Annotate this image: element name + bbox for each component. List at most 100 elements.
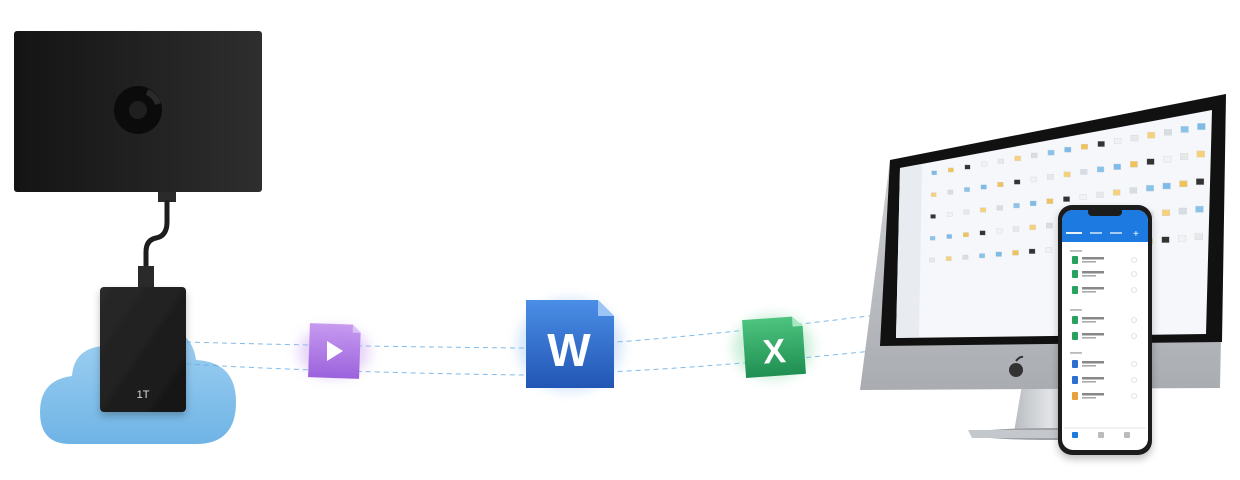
phone-file-status-icon (1131, 287, 1137, 293)
phone-file-name (1082, 393, 1104, 396)
screen-file-thumbnail (929, 257, 935, 263)
hard-drive (100, 287, 186, 412)
screen-file-thumbnail (1112, 189, 1121, 196)
screen-file-thumbnail (1012, 226, 1020, 232)
screen-file-thumbnail (979, 230, 986, 236)
screen-file-thumbnail (1197, 123, 1206, 130)
screen-file-thumbnail (997, 158, 1004, 164)
screen-file-thumbnail (979, 253, 986, 259)
screen-file-thumbnail (1114, 138, 1122, 144)
phone-file-status-icon (1131, 271, 1137, 277)
screen-file-thumbnail (1146, 185, 1154, 192)
phone-file-name (1082, 257, 1104, 260)
apple-logo-icon (1009, 355, 1024, 377)
phone-section-header (1070, 309, 1082, 311)
phone-file-status-icon (1131, 257, 1137, 263)
phone-file-name (1082, 287, 1104, 290)
phone-file-icon (1072, 376, 1078, 384)
drive-capacity-label: 1T (137, 389, 150, 401)
screen-file-thumbnail (946, 212, 953, 217)
screen-file-thumbnail (946, 234, 953, 239)
screen-file-thumbnail (945, 256, 952, 261)
phone-file-meta (1082, 337, 1096, 339)
screen-file-thumbnail (1045, 247, 1053, 253)
screen-file-thumbnail (929, 236, 936, 241)
phone-file-name (1082, 271, 1104, 274)
screen-file-thumbnail (1178, 235, 1187, 242)
screen-file-thumbnail (1147, 132, 1156, 139)
screen-file-thumbnail (1047, 149, 1055, 156)
screen-file-thumbnail (1096, 166, 1105, 173)
screen-file-thumbnail (996, 228, 1003, 234)
screen-file-thumbnail (1162, 182, 1171, 190)
phone-file-status-icon (1131, 317, 1137, 323)
screen-sidebar (896, 164, 922, 338)
screen-file-thumbnail (995, 251, 1002, 257)
screen-file-thumbnail (1063, 196, 1070, 202)
phone-file-icon (1072, 332, 1078, 340)
screen-file-thumbnail (1130, 135, 1139, 142)
phone-file-meta (1082, 291, 1096, 293)
screen-file-thumbnail (1014, 155, 1021, 161)
phone-file-icon (1072, 392, 1078, 400)
phone-file-name (1082, 333, 1104, 336)
screen-file-thumbnail (1030, 176, 1037, 183)
router-device (14, 31, 262, 202)
router-logo-icon (114, 86, 162, 134)
cable-plug (138, 266, 154, 288)
screen-file-thumbnail (997, 182, 1004, 187)
screen-file-thumbnail (963, 232, 969, 238)
screen-file-thumbnail (1163, 155, 1172, 163)
screen-file-thumbnail (963, 209, 970, 215)
screen-file-thumbnail (980, 184, 987, 190)
screen-file-thumbnail (1046, 198, 1054, 204)
screen-file-thumbnail (948, 167, 954, 173)
screen-file-thumbnail (1079, 194, 1087, 200)
screen-file-thumbnail (1146, 158, 1155, 165)
phone-section-header (1070, 250, 1082, 252)
phone-file-meta (1082, 397, 1096, 399)
screen-file-thumbnail (1161, 236, 1170, 243)
play-icon (327, 341, 343, 361)
smartphone: + (1058, 205, 1152, 455)
screen-file-thumbnail (1180, 126, 1189, 133)
phone-file-list (1070, 250, 1137, 400)
screen-file-thumbnail (1080, 143, 1088, 150)
phone-file-meta (1082, 365, 1096, 367)
screen-file-thumbnail (1028, 248, 1036, 254)
video-file-icon (298, 323, 370, 379)
tab-transfer-icon (1098, 432, 1104, 438)
phone-file-icon (1072, 286, 1078, 294)
screen-file-thumbnail (1164, 129, 1172, 136)
screen-file-thumbnail (962, 254, 969, 260)
screen-file-thumbnail (1195, 205, 1204, 213)
screen-file-thumbnail (964, 187, 970, 192)
screen-file-thumbnail (1178, 207, 1187, 215)
screen-file-thumbnail (1047, 174, 1054, 180)
screen-file-thumbnail (1162, 209, 1171, 216)
screen-file-thumbnail (1080, 169, 1088, 175)
screen-file-thumbnail (1196, 150, 1205, 158)
phone-file-status-icon (1131, 333, 1137, 339)
screen-file-thumbnail (1013, 203, 1020, 209)
phone-file-status-icon (1131, 393, 1137, 399)
screen-file-thumbnail (1113, 163, 1121, 170)
screen-file-thumbnail (996, 205, 1003, 211)
screen-file-thumbnail (1031, 152, 1038, 159)
screen-file-thumbnail (947, 189, 954, 195)
screen-file-thumbnail (1029, 200, 1037, 207)
screen-file-thumbnail (981, 161, 988, 167)
screen-file-thumbnail (1063, 171, 1071, 178)
tab-files-icon (1072, 432, 1078, 438)
phone-file-icon (1072, 360, 1078, 368)
screen-file-thumbnail (1029, 224, 1036, 230)
phone-file-status-icon (1131, 361, 1137, 367)
screen-file-thumbnail (964, 164, 971, 170)
phone-file-icon (1072, 316, 1078, 324)
phone-file-meta (1082, 261, 1096, 263)
phone-file-name (1082, 361, 1104, 364)
screen-file-thumbnail (1012, 250, 1019, 256)
phone-section-header (1070, 352, 1082, 354)
screen-file-thumbnail (1129, 187, 1138, 194)
word-file-icon: W (518, 299, 622, 391)
